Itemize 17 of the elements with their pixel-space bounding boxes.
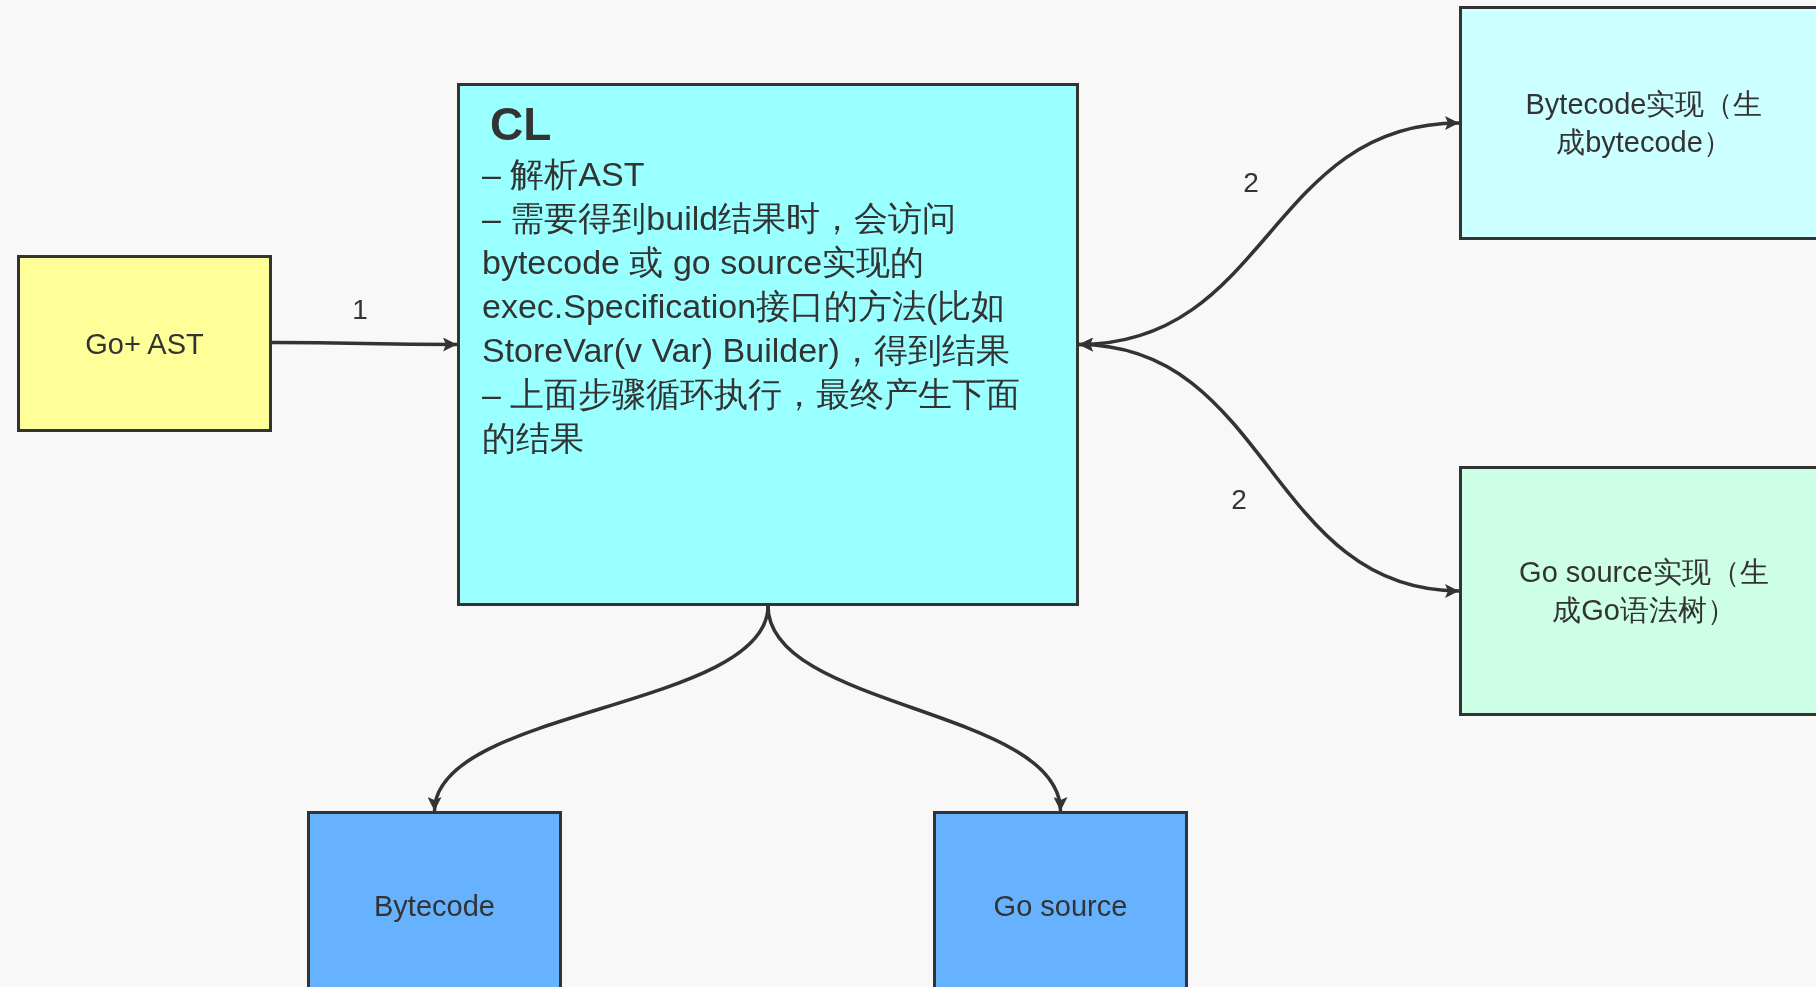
box-label: Go source	[993, 889, 1128, 924]
process-box	[307, 811, 562, 987]
box-label: Go+ AST	[85, 326, 204, 362]
bullet-text: – 上面步骤循环执行，最终产生下面的结果	[482, 374, 1022, 459]
box-heading: CL	[490, 97, 553, 152]
bullet-text: – 解析AST	[482, 154, 646, 195]
arrow	[272, 337, 457, 352]
box-label: Bytecode	[374, 889, 495, 924]
arrow	[1078, 339, 1460, 597]
box-label: Go source实现（生成Go语法树）	[1519, 555, 1769, 628]
bullet-text: – 需要得到build结果时，会访问bytecode 或 go source实现的exec.Specification接口的方法(比如StoreVar(v Var) Builder)，得到结果	[482, 198, 1011, 371]
process-box	[1459, 466, 1816, 716]
process-box	[933, 811, 1188, 987]
process-box	[1459, 6, 1816, 240]
process-box	[457, 83, 1079, 606]
process-box	[17, 255, 272, 432]
box-label: Bytecode实现（生成bytecode）	[1524, 87, 1764, 160]
